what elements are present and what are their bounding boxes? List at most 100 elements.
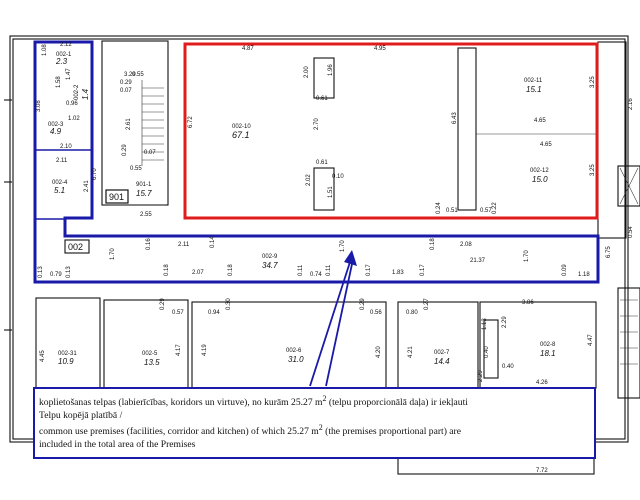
dimension: 6.72 xyxy=(188,116,194,128)
room-area: 31.0 xyxy=(288,355,304,364)
dimension: 0.13 xyxy=(38,266,44,278)
dimension: 2.11 xyxy=(56,158,68,164)
dimension: 0.14 xyxy=(210,236,216,248)
dimension: 0.07 xyxy=(120,88,132,94)
dimension: 1.02 xyxy=(68,116,80,122)
dimension: 4.95 xyxy=(374,46,386,52)
dimension: 2.16 xyxy=(628,98,634,110)
room-area: 15.1 xyxy=(526,85,542,94)
dimension: 0.57 xyxy=(480,208,492,214)
dimension: 2.08 xyxy=(460,242,472,248)
dimension: 0.55 xyxy=(132,72,144,78)
dimension: 3.25 xyxy=(590,76,596,88)
dimension: 0.61 xyxy=(316,160,328,166)
dimension: 2.00 xyxy=(304,66,310,78)
dimension: 2.41 xyxy=(84,180,90,192)
dimension: 1.47 xyxy=(66,68,72,80)
dimension: 0.17 xyxy=(366,264,372,276)
dimension: 6.43 xyxy=(452,112,458,124)
dimension: 2.61 xyxy=(126,118,132,130)
room-id: 002-12 xyxy=(530,168,549,174)
dimension: 1.58 xyxy=(56,76,62,88)
dimension: 0.10 xyxy=(332,174,344,180)
dimension: 0.40 xyxy=(484,346,490,358)
dimension: 0.18 xyxy=(228,264,234,276)
dimension: 3.86 xyxy=(522,300,534,306)
room-id: 002-5 xyxy=(142,351,158,357)
highlight-red-zone xyxy=(183,42,599,220)
dimension: 0.54 xyxy=(628,226,634,238)
dimension: 4.47 xyxy=(588,334,594,346)
room-id: 002-3 xyxy=(48,122,64,128)
dimension: 2.07 xyxy=(192,270,204,276)
room-area: 14.4 xyxy=(434,357,450,366)
dimension: 0.09 xyxy=(562,264,568,276)
dimension: 1.96 xyxy=(328,64,334,76)
dimension: 1.08 xyxy=(42,44,48,56)
room-area: 18.1 xyxy=(540,349,556,358)
room-id: 002-11 xyxy=(524,78,543,84)
dimension: 1.70 xyxy=(524,250,530,262)
dimension: 0.55 xyxy=(130,166,142,172)
dimension: 0.79 xyxy=(50,272,62,278)
dimension: 2.70 xyxy=(314,118,320,130)
dimension: 4.45 xyxy=(40,350,46,362)
legend-line-en-2: included in the total area of the Premis… xyxy=(39,438,196,450)
dimension: 6.70 xyxy=(92,168,98,180)
dimension: 2.29 xyxy=(502,316,508,328)
dimension: 2.55 xyxy=(140,212,152,218)
dimension: 0.96 xyxy=(66,101,78,107)
dimension: 4.65 xyxy=(534,118,546,124)
room-area: 34.7 xyxy=(262,261,278,270)
dimension: 4.26 xyxy=(536,380,548,386)
legend-line-en-1: common use premises (facilities, corrido… xyxy=(39,423,462,438)
room-area: 10.9 xyxy=(58,357,74,366)
dimension: 4.19 xyxy=(202,344,208,356)
room-id: 002-1 xyxy=(56,52,72,58)
dimension: 0.29 xyxy=(160,298,166,310)
dimension: 0.74 xyxy=(310,272,322,278)
dimension: 0.22 xyxy=(492,202,498,214)
room-id: 002-2 xyxy=(74,84,80,100)
dimension: 0.11 xyxy=(298,264,304,276)
dimension: 6.75 xyxy=(606,246,612,258)
dimension: 0.18 xyxy=(164,264,170,276)
room-id: 901-1 xyxy=(136,182,152,188)
dimension: 2.02 xyxy=(306,174,312,186)
dimension: 0.07 xyxy=(144,150,156,156)
room-area: 67.1 xyxy=(232,130,250,140)
dimension: 1.70 xyxy=(340,240,346,252)
unit-label-901: 901 xyxy=(109,192,124,202)
legend-line-lv-1: koplietošanas telpas (labierīcības, kori… xyxy=(39,394,468,409)
legend-line-lv-2: Telpu kopējā platībā / xyxy=(39,409,123,421)
room-id: 002-6 xyxy=(286,348,302,354)
dimension: 3.08 xyxy=(36,100,42,112)
dimension: 2.29 xyxy=(478,370,484,382)
dimension: 21.37 xyxy=(470,258,486,264)
dimension: 2.12 xyxy=(60,42,72,48)
dimension: 4.87 xyxy=(242,46,254,52)
room-area: 15.0 xyxy=(532,175,548,184)
room-area: 1.4 xyxy=(81,88,90,100)
dimension: 0.13 xyxy=(66,266,72,278)
dimension: 4.17 xyxy=(176,344,182,356)
room-id: 002-10 xyxy=(232,124,251,130)
dimension: 0.30 xyxy=(226,298,232,310)
dimension: 0.16 xyxy=(146,238,152,250)
dimension: 0.94 xyxy=(208,310,220,316)
dimension: 1.18 xyxy=(578,272,590,278)
dimension: 0.17 xyxy=(420,264,426,276)
dimension: 1.51 xyxy=(328,186,334,198)
dimension: 1.13 xyxy=(482,318,488,330)
room-id: 002-4 xyxy=(52,180,68,186)
room-id: 002-9 xyxy=(262,254,278,260)
dimension: 0.24 xyxy=(436,202,442,214)
dimension: 4.20 xyxy=(376,346,382,358)
dimension: 0.56 xyxy=(370,310,382,316)
room-area: 4.9 xyxy=(50,127,62,136)
dimension: 1.70 xyxy=(110,248,116,260)
dimension: 1.83 xyxy=(392,270,404,276)
dimension: 0.27 xyxy=(424,298,430,310)
highlight-blue-zone xyxy=(33,40,600,284)
